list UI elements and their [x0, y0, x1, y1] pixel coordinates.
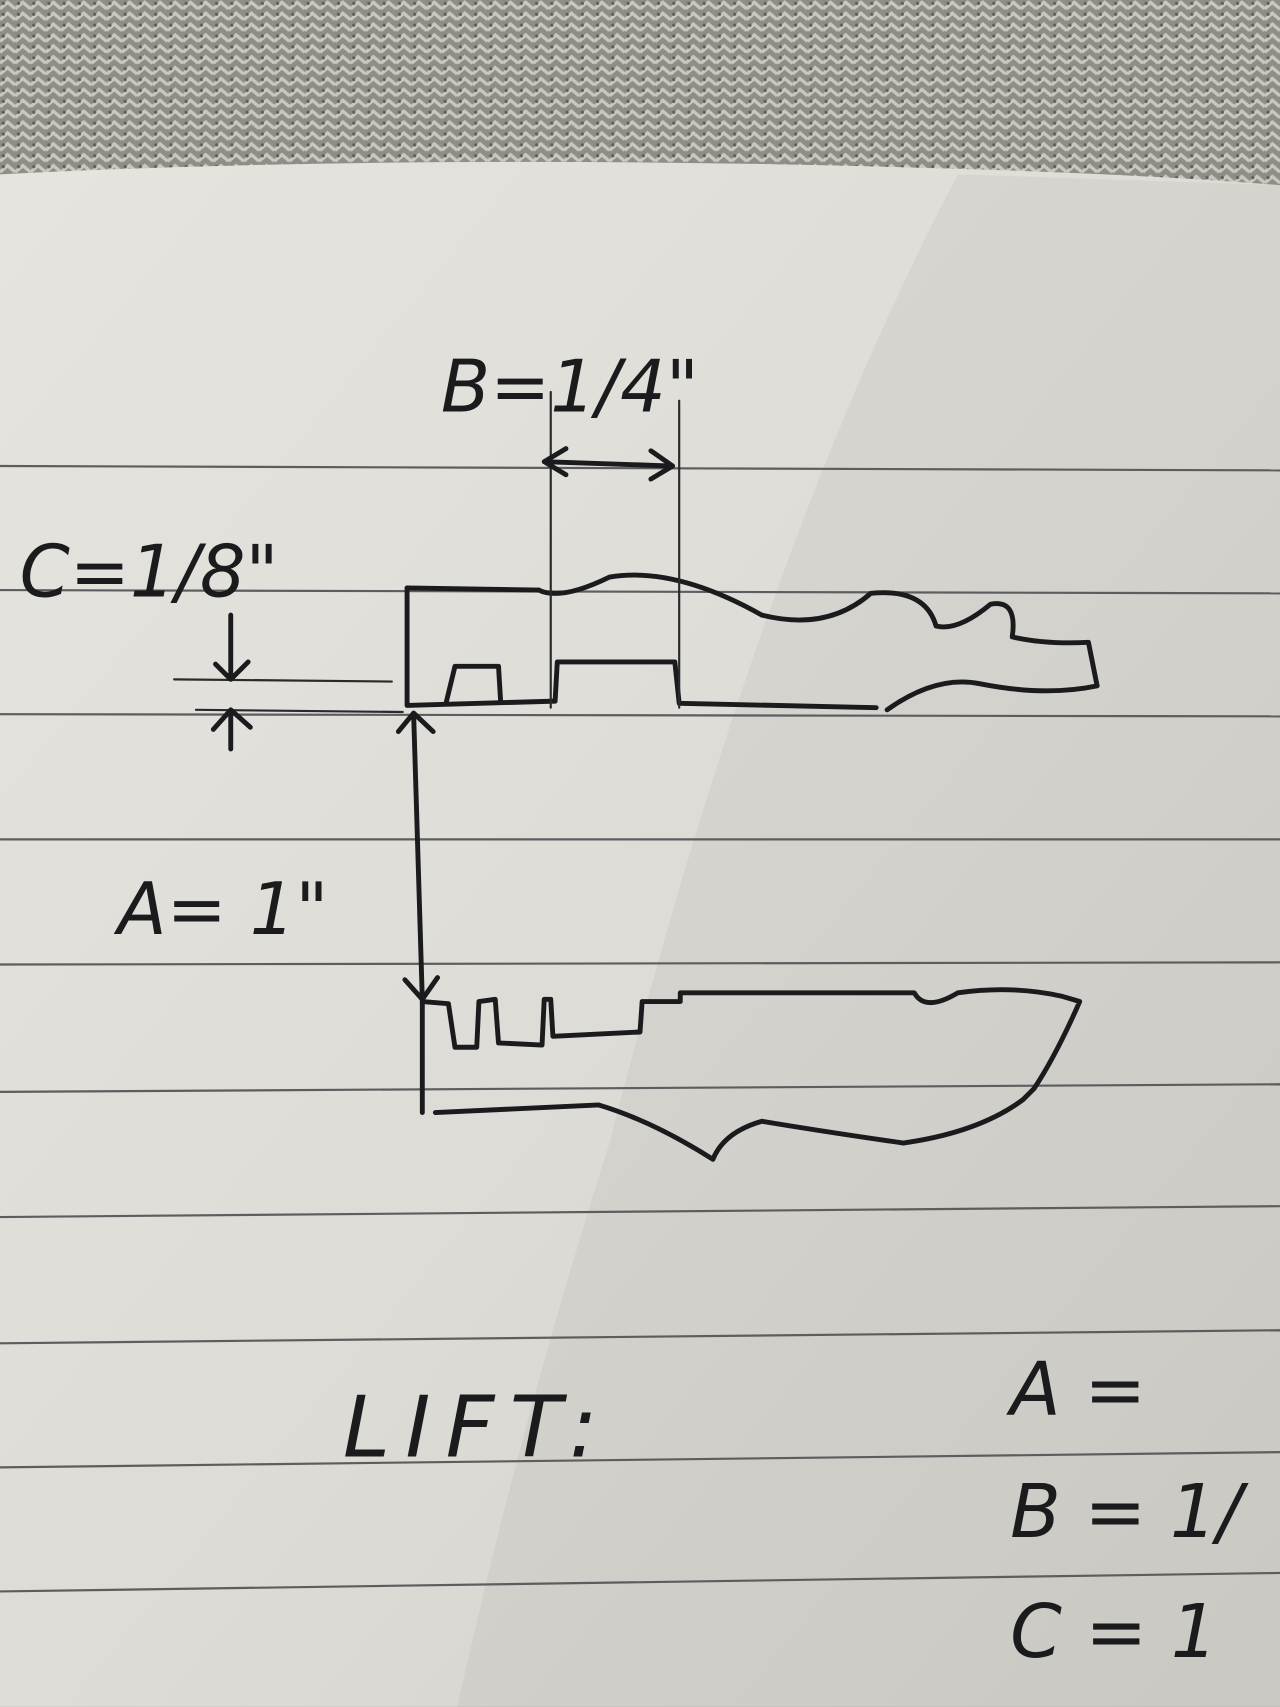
notebook-page [0, 161, 1280, 1707]
label-a-dimension: A= 1" [114, 867, 329, 951]
lift-c-value: C = 1 [1010, 1589, 1218, 1675]
page-fold-shadow [457, 174, 1280, 1707]
lift-section: LIFT: A = B = 1/ C = 1 [343, 1347, 1249, 1675]
ruled-lines [0, 464, 1280, 1593]
lift-a-value: A = [1006, 1347, 1146, 1433]
label-c-dimension: C=1/8" [20, 530, 279, 614]
dimension-labels: B=1/4" C=1/8" A= 1" [20, 345, 699, 951]
lift-heading: LIFT: [343, 1378, 613, 1477]
lower-key-drawing [419, 987, 1083, 1162]
lift-b-value: B = 1/ [1010, 1469, 1249, 1555]
label-b-dimension: B=1/4" [441, 345, 699, 429]
